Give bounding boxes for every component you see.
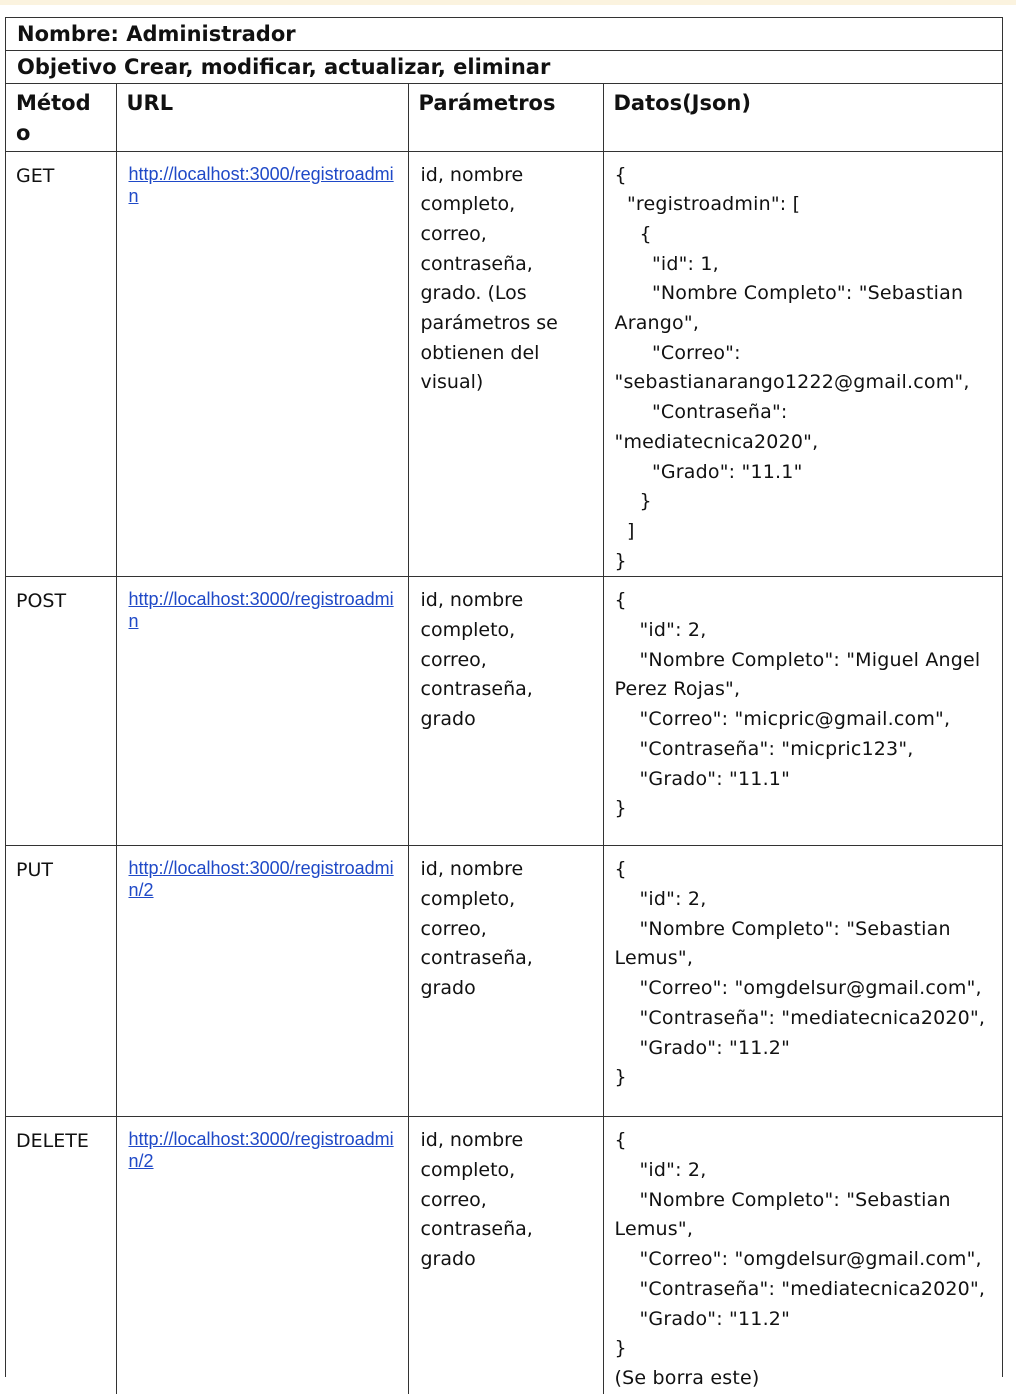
document-objective-header: Objetivo Crear, modificar, actualizar, e…: [6, 51, 1002, 84]
endpoint-link[interactable]: http://localhost:3000/registroadmin/2: [128, 858, 394, 901]
endpoint-link[interactable]: http://localhost:3000/registroadmin: [128, 163, 394, 206]
method-label: DELETE: [16, 1130, 89, 1153]
json-body: { "id": 2, "Nombre Completo": "Sebastian…: [614, 1129, 986, 1389]
top-strip: [0, 0, 1016, 5]
table-row-post: POST http://localhost:3000/registroadmin…: [6, 576, 1002, 847]
json-body: { "id": 2, "Nombre Completo": "Miguel An…: [614, 589, 981, 820]
params-text: id, nombre completo, correo, contraseña,…: [420, 163, 558, 394]
table-row-get: GET http://localhost:3000/registroadmin …: [6, 151, 1002, 578]
json-body: { "id": 2, "Nombre Completo": "Sebastian…: [614, 858, 986, 1089]
method-label: GET: [16, 164, 55, 187]
params-text: id, nombre completo, correo, contraseña,…: [420, 858, 533, 1000]
json-body: { "registroadmin": [ { "id": 1, "Nombre …: [614, 163, 970, 572]
document-name-header: Nombre: Administrador: [6, 18, 1002, 51]
header-method: Métod o: [6, 84, 116, 152]
table-row-delete: DELETE http://localhost:3000/registroadm…: [6, 1116, 1002, 1394]
endpoint-link[interactable]: http://localhost:3000/registroadmin/2: [128, 1129, 394, 1172]
header-params: Parámetros: [407, 84, 603, 152]
params-text: id, nombre completo, correo, contraseña,…: [420, 1129, 533, 1271]
params-text: id, nombre completo, correo, contraseña,…: [420, 589, 533, 731]
api-table: Métod o URL Parámetros Datos(Json) GET h…: [6, 84, 1002, 1394]
endpoint-link[interactable]: http://localhost:3000/registroadmin: [128, 589, 394, 632]
table-header-row: Métod o URL Parámetros Datos(Json): [6, 84, 1002, 152]
api-document: Nombre: Administrador Objetivo Crear, mo…: [5, 17, 1003, 1394]
header-url: URL: [115, 84, 408, 152]
table-row-put: PUT http://localhost:3000/registroadmin/…: [6, 845, 1002, 1118]
method-label: POST: [16, 590, 67, 613]
method-label: PUT: [16, 859, 53, 882]
header-json: Datos(Json): [602, 84, 1002, 152]
